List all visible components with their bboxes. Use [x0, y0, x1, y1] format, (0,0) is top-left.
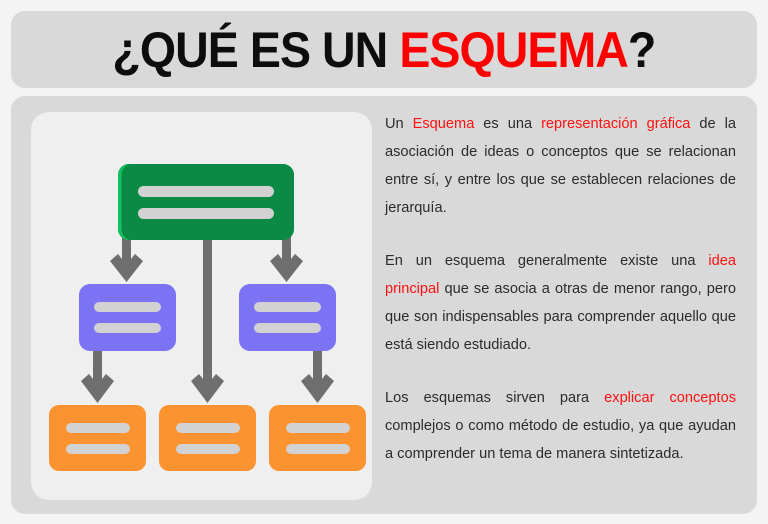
- body-text: Un: [385, 116, 413, 132]
- schema-diagram: [31, 112, 372, 500]
- arrow-middle-right-to-leaf-right: [301, 351, 334, 403]
- node-text-bar: [138, 207, 274, 219]
- node-text-bar: [285, 422, 350, 433]
- page-title: ¿QUÉ ES UN ESQUEMA?: [112, 21, 657, 78]
- title-tail: ?: [628, 21, 656, 78]
- paragraph-2: En un esquema generalmente existe una id…: [385, 247, 736, 359]
- body-text: complejos o como método de estudio, ya q…: [385, 418, 736, 462]
- body-text: es una: [474, 116, 542, 132]
- body-text: de la asociación de ideas o conceptos qu…: [385, 116, 736, 216]
- body-text: Los esquemas sirven para: [385, 390, 605, 406]
- highlighted-term: idea principal: [385, 253, 736, 297]
- node-text-bar: [65, 443, 130, 454]
- body-text: que se asocia a otras de menor rango, pe…: [385, 281, 736, 353]
- title-lead: ¿QUÉ ES UN: [112, 21, 400, 78]
- node-text-bar: [175, 422, 240, 433]
- description-text-column: Un Esquema es una representación gráfica…: [385, 110, 736, 468]
- title-banner: ¿QUÉ ES UN ESQUEMA?: [11, 11, 757, 88]
- highlighted-term: explicar conceptos: [604, 390, 737, 406]
- connector-arrows: [81, 236, 334, 403]
- diagram-node-leaf-center[interactable]: [159, 405, 256, 471]
- diagram-card: [31, 112, 372, 500]
- diagram-node-leaf-right[interactable]: [269, 405, 366, 471]
- node-text-bar: [94, 302, 161, 312]
- diagram-node-middle-right[interactable]: [239, 284, 336, 351]
- node-text-bar: [254, 323, 321, 333]
- arrow-root-to-leaf-center: [191, 236, 224, 403]
- node-text-bar: [138, 185, 274, 197]
- node-text-bar: [285, 443, 350, 454]
- paragraph-1: Un Esquema es una representación gráfica…: [385, 110, 736, 222]
- body-text: En un esquema generalmente existe una: [385, 253, 709, 269]
- node-text-bar: [175, 443, 240, 454]
- diagram-node-leaf-left[interactable]: [49, 405, 146, 471]
- arrow-root-to-middle-right: [270, 236, 303, 282]
- node-text-bar: [94, 323, 161, 333]
- node-text-bar: [254, 302, 321, 312]
- content-panel: Un Esquema es una representación gráfica…: [11, 96, 757, 514]
- arrow-middle-left-to-leaf-left: [81, 351, 114, 403]
- diagram-node-root[interactable]: [118, 164, 294, 240]
- paragraph-3: Los esquemas sirven para explicar concep…: [385, 384, 736, 468]
- title-highlight: ESQUEMA: [399, 21, 629, 78]
- highlighted-term: Esquema: [412, 116, 475, 132]
- node-text-bar: [65, 422, 130, 433]
- diagram-node-middle-left[interactable]: [79, 284, 176, 351]
- arrow-root-to-middle-left: [110, 236, 143, 282]
- highlighted-term: representación gráfica: [541, 116, 691, 132]
